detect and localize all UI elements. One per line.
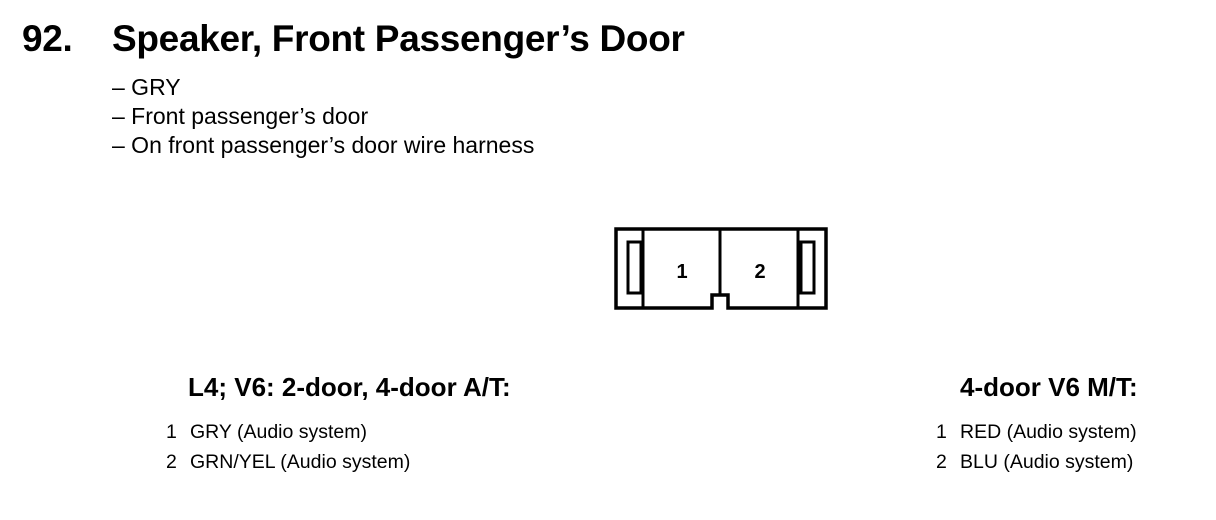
pinout-row: 1 GRY (Audio system)	[166, 417, 511, 447]
connector-right-latch	[799, 240, 816, 295]
pin-description: RED (Audio system)	[960, 421, 1137, 443]
pinout-list: 1 GRY (Audio system) 2 GRN/YEL (Audio sy…	[166, 417, 511, 477]
connector-pin-2: 2	[754, 261, 765, 283]
item-number: 92.	[22, 18, 73, 59]
pinout-group-4door-v6-mt: 4-door V6 M/T: 1 RED (Audio system) 2 BL…	[936, 372, 1138, 477]
pin-description: GRN/YEL (Audio system)	[190, 451, 411, 473]
connector-diagram: 1 2	[610, 223, 830, 315]
connector-face-icon: 1 2	[614, 227, 828, 310]
connector-outer-shell	[614, 227, 828, 310]
pinout-group-title: L4; V6: 2-door, 4-door A/T:	[188, 372, 511, 402]
info-line-location: – Front passenger’s door	[112, 103, 369, 129]
pin-number: 2	[166, 451, 177, 473]
pin-number: 1	[166, 421, 177, 443]
pin-description: GRY (Audio system)	[190, 421, 368, 443]
pinout-row: 1 RED (Audio system)	[936, 417, 1138, 447]
pin-number: 1	[936, 421, 947, 443]
pinout-row: 2 GRN/YEL (Audio system)	[166, 447, 511, 477]
connector-left-latch	[626, 240, 643, 295]
info-line-harness: – On front passenger’s door wire harness	[112, 132, 535, 158]
pin-description: BLU (Audio system)	[960, 451, 1134, 473]
pinout-list: 1 RED (Audio system) 2 BLU (Audio system…	[936, 417, 1138, 477]
pinout-group-title: 4-door V6 M/T:	[960, 372, 1138, 402]
pin-number: 2	[936, 451, 947, 473]
component-info: – GRY – Front passenger’s door – On fron…	[112, 73, 534, 160]
pinout-row: 2 BLU (Audio system)	[936, 447, 1138, 477]
page-title: Speaker, Front Passenger’s Door	[112, 18, 685, 59]
connector-pin-1: 1	[676, 261, 687, 283]
pinout-group-l4-v6: L4; V6: 2-door, 4-door A/T: 1 GRY (Audio…	[166, 372, 511, 477]
info-line-color: – GRY	[112, 74, 181, 100]
